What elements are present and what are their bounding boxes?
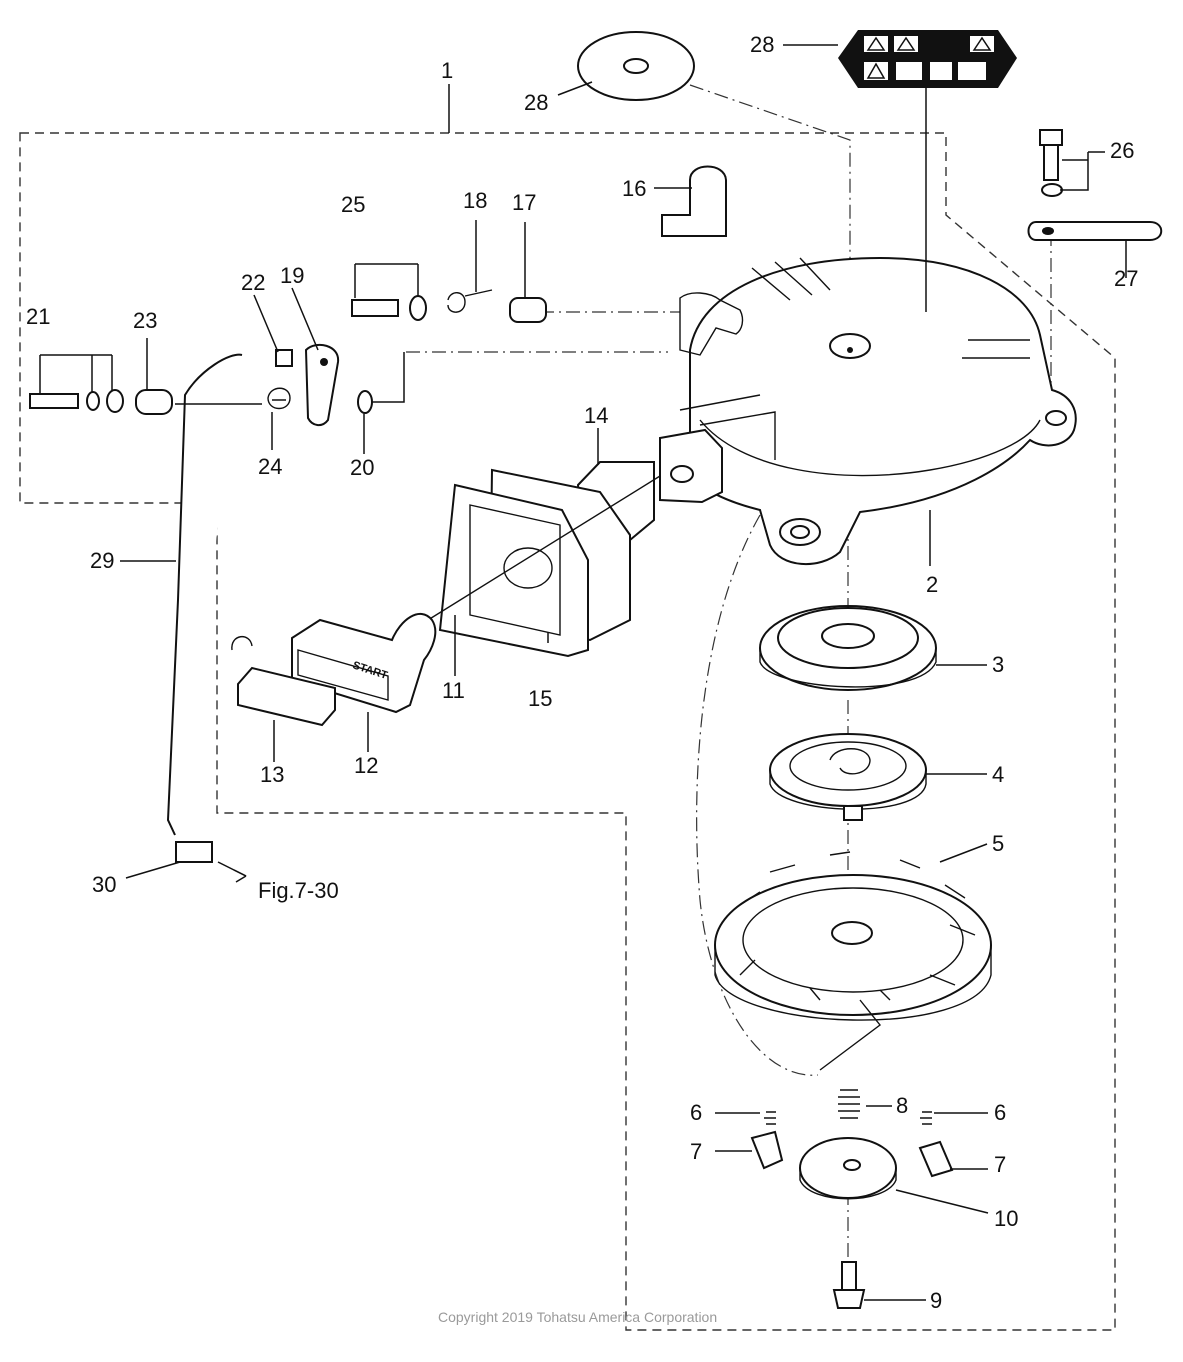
washer-20-part (357, 390, 373, 414)
callout-22: 22 (241, 270, 265, 295)
pawl-spring-right-part (920, 1111, 932, 1125)
pawl-spring-left-part (764, 1111, 776, 1125)
callout-6-left: 6 (690, 1100, 702, 1125)
callout-6-right: 6 (994, 1100, 1006, 1125)
callout-4: 4 (992, 762, 1004, 787)
callout-7-right: 7 (994, 1152, 1006, 1177)
callout-29: 29 (90, 548, 114, 573)
callout-28-decal: 28 (750, 32, 774, 57)
bolt-25-part (351, 295, 427, 321)
spring-24-part (267, 387, 291, 410)
lever-19-part (304, 343, 340, 426)
pawl-left-part (750, 1130, 784, 1170)
callout-3: 3 (992, 652, 1004, 677)
center-bolt-part (832, 1261, 866, 1309)
callout-5: 5 (992, 831, 1004, 856)
callout-18: 18 (463, 188, 487, 213)
callout-16: 16 (622, 176, 646, 201)
callout-10: 10 (994, 1206, 1018, 1231)
bolt-21-part (29, 389, 124, 413)
collar-23-part (135, 389, 173, 415)
callout-1: 1 (441, 58, 453, 83)
callout-21: 21 (26, 304, 50, 329)
callout-25: 25 (341, 192, 365, 217)
callout-23: 23 (133, 308, 157, 333)
warning-decal-part (838, 30, 1017, 88)
spring-18-part (447, 289, 493, 313)
ratchet-drum-part (714, 851, 992, 1071)
callout-14: 14 (584, 403, 608, 428)
rope-guide-11-part (438, 483, 589, 658)
callout-13: 13 (260, 762, 284, 787)
starter-case-part (659, 256, 1077, 565)
clip-22-part (275, 349, 293, 367)
callout-2: 2 (926, 572, 938, 597)
plate-27-part (1027, 221, 1163, 241)
figure-reference: Fig.7-30 (258, 878, 339, 903)
reel-part (759, 605, 937, 691)
callout-27: 27 (1114, 266, 1138, 291)
decal-disc-part (577, 31, 695, 101)
callout-12: 12 (354, 753, 378, 778)
callout-30: 30 (92, 872, 116, 897)
callout-19: 19 (280, 263, 304, 288)
copyright-notice: Copyright 2019 Tohatsu America Corporati… (438, 1309, 717, 1325)
callout-9: 9 (930, 1288, 942, 1313)
callout-15: 15 (528, 686, 552, 711)
lock-plate-16-part (661, 165, 727, 237)
bolt-26-part (1039, 129, 1063, 197)
leader-lines (39, 44, 1127, 1301)
callout-20: 20 (350, 455, 374, 480)
callout-26: 26 (1110, 138, 1134, 163)
pawl-right-part (918, 1140, 954, 1178)
callout-8: 8 (896, 1093, 908, 1118)
callout-24: 24 (258, 454, 282, 479)
friction-plate-part (799, 1137, 897, 1200)
handle-insert-13-part (231, 636, 336, 727)
assembly-boundary (19, 84, 1116, 1331)
recoil-spring-part (769, 733, 927, 821)
clip-30-part (175, 841, 213, 863)
link-rod-29-part (166, 353, 243, 836)
callout-labels: 1 2 3 4 5 6 6 7 7 8 9 10 11 12 13 14 15 … (26, 32, 1138, 1313)
callout-11: 11 (442, 678, 465, 703)
callout-17: 17 (512, 190, 536, 215)
collar-17-part (509, 297, 547, 323)
reference-arrow (233, 869, 247, 883)
callout-7-left: 7 (690, 1139, 702, 1164)
center-spring-part (838, 1089, 860, 1119)
callout-28-disc: 28 (524, 90, 548, 115)
